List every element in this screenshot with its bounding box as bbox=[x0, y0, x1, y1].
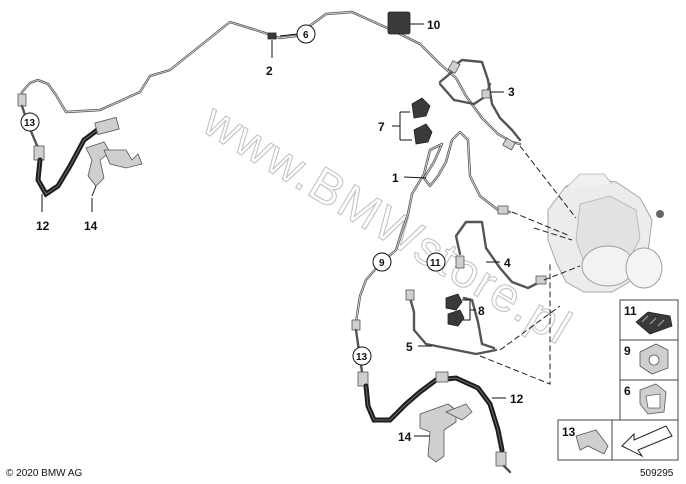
callout-13-lower-circle bbox=[352, 346, 372, 366]
callout-9: 9 bbox=[379, 258, 385, 269]
copyright-text: © 2020 BMW AG bbox=[6, 468, 83, 479]
legend-label-9: 9 bbox=[624, 344, 631, 358]
callout-3: 3 bbox=[508, 85, 515, 99]
bracket-14-left[interactable] bbox=[85, 141, 143, 197]
callout-13-lower: 13 bbox=[356, 352, 368, 363]
callout-6: 6 bbox=[303, 30, 309, 41]
legend-label-6: 6 bbox=[624, 384, 631, 398]
legend-label-13: 13 bbox=[562, 425, 576, 439]
brake-pipe-3[interactable] bbox=[438, 58, 522, 142]
brake-pipe-4[interactable] bbox=[454, 220, 547, 290]
callout-13-left-circle bbox=[20, 112, 40, 132]
brake-pipe-1[interactable] bbox=[354, 130, 516, 324]
callout-9-circle bbox=[372, 252, 392, 272]
callout-11: 11 bbox=[430, 258, 441, 269]
pipe-clip-6[interactable] bbox=[267, 32, 277, 40]
pipe-clips-8[interactable] bbox=[445, 293, 465, 327]
legend-item-9[interactable]: 9 bbox=[619, 339, 679, 381]
legend-item-6[interactable]: 6 bbox=[619, 379, 679, 421]
callout-4: 4 bbox=[504, 256, 511, 270]
legend-item-11[interactable]: 11 bbox=[619, 299, 679, 341]
callout-5: 5 bbox=[406, 340, 413, 354]
callout-13-left: 13 bbox=[24, 118, 36, 129]
bracket-14-lower[interactable] bbox=[419, 403, 473, 463]
connection-dashes bbox=[479, 145, 581, 385]
brake-hose-front-left[interactable] bbox=[17, 93, 120, 198]
legend-label-11: 11 bbox=[624, 304, 637, 318]
callout-11-circle bbox=[426, 252, 446, 272]
callout-7: 7 bbox=[378, 120, 385, 134]
callout-8: 8 bbox=[478, 304, 485, 318]
legend-item-13[interactable]: 13 bbox=[557, 419, 679, 461]
callout-14-left: 14 bbox=[84, 219, 98, 233]
arrow-icon bbox=[621, 425, 673, 458]
master-cylinder-assembly bbox=[547, 173, 664, 293]
sealing-pad-10[interactable] bbox=[387, 11, 411, 35]
callout-10: 10 bbox=[427, 18, 441, 32]
callout-12-lower: 12 bbox=[510, 392, 524, 406]
brake-hose-rear-right[interactable] bbox=[351, 319, 512, 474]
callout-2: 2 bbox=[266, 64, 273, 78]
callout-12-left: 12 bbox=[36, 219, 50, 233]
diagram-number: 509295 bbox=[640, 468, 674, 479]
brake-pipe-front-upper[interactable] bbox=[20, 10, 522, 146]
callout-1: 1 bbox=[392, 171, 399, 185]
callout-14-lower: 14 bbox=[398, 430, 412, 444]
brake-pipe-5[interactable] bbox=[405, 289, 498, 356]
pipe-clips-7[interactable] bbox=[411, 97, 433, 145]
watermark-text: www.BMWstore.pl bbox=[193, 93, 581, 355]
